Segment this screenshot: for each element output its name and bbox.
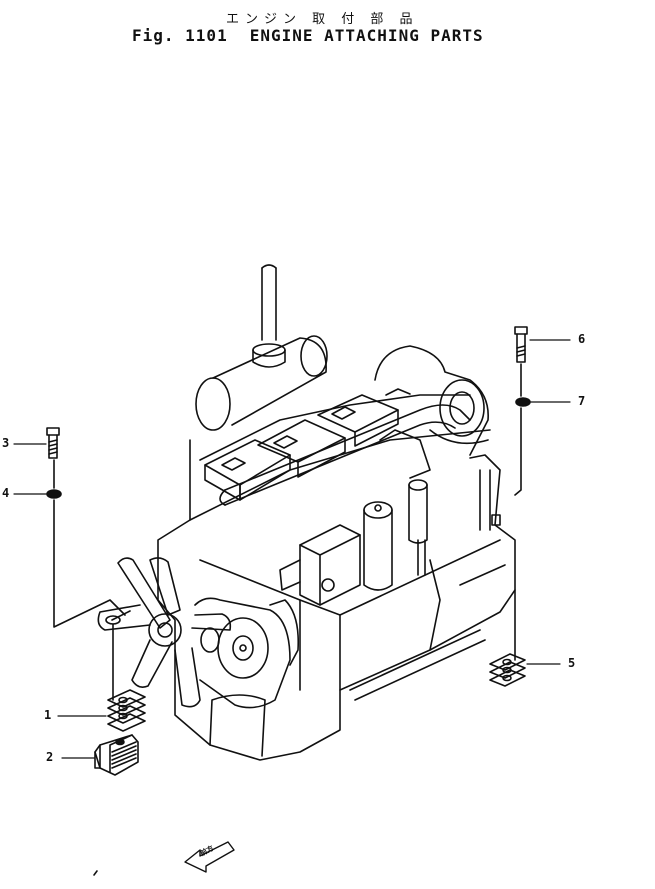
front-direction-arrow (184, 841, 235, 873)
figure-number: Fig. 1101 (132, 26, 228, 45)
air-cleaner (195, 335, 328, 431)
title-english: Fig. 1101 ENGINE ATTACHING PARTS (132, 26, 484, 45)
washer-front (46, 489, 62, 499)
callout-1: 1 (44, 708, 52, 722)
callout-5: 5 (568, 656, 576, 670)
callout-3: 3 (2, 436, 10, 450)
turbocharger (374, 345, 489, 456)
injection-pump (279, 524, 361, 606)
valve-covers (204, 388, 411, 501)
shim-stack-rear (489, 653, 526, 687)
assembly-line-rear (514, 363, 522, 661)
callout-2: 2 (46, 750, 54, 764)
callout-7: 7 (578, 394, 586, 408)
bolt-rear (514, 326, 528, 363)
scan-mark (111, 610, 131, 621)
intake-manifold (219, 404, 471, 506)
front-pulleys (194, 597, 300, 709)
assembly-line-front (53, 459, 126, 628)
engine-block (157, 394, 516, 761)
exhaust-pipe (252, 264, 286, 368)
callout-leaders (13, 339, 571, 759)
cooling-fan (97, 557, 232, 708)
mount-block (94, 734, 139, 776)
front-mount-bracket (105, 615, 121, 701)
callout-4: 4 (2, 486, 10, 500)
title-japanese: エンジン 取 付 部 品 (226, 12, 419, 27)
scan-mark (93, 870, 98, 876)
breather-canister (408, 479, 428, 576)
figure-title: ENGINE ATTACHING PARTS (249, 26, 484, 45)
callout-6: 6 (578, 332, 586, 346)
bolt-front (46, 427, 60, 459)
washer-rear (515, 397, 531, 407)
shim-stack-front (107, 689, 146, 732)
oil-filter (363, 501, 393, 591)
